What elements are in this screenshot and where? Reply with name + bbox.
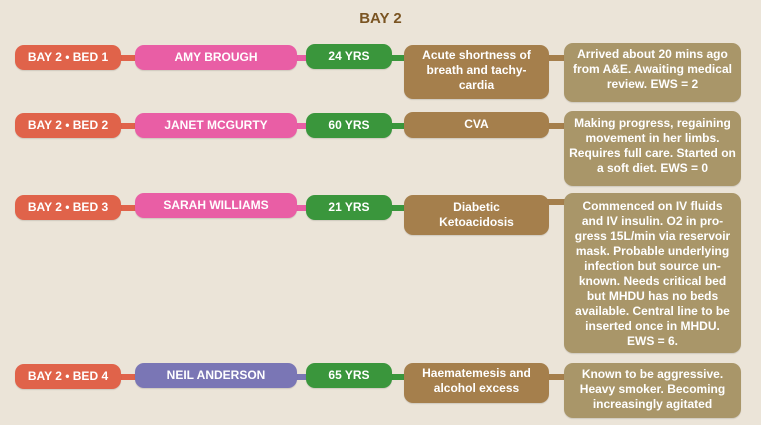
connector-condition-notes — [547, 199, 566, 205]
bed-label[interactable]: BAY 2 • BED 4 — [15, 364, 121, 389]
patient-notes[interactable]: Making progress, regaining movement in h… — [564, 111, 741, 186]
patient-condition[interactable]: Diabetic Ketoacidosis — [404, 195, 549, 235]
connector-age-condition — [390, 123, 406, 129]
bed-label[interactable]: BAY 2 • BED 2 — [15, 113, 121, 138]
connector-name-age — [294, 55, 309, 61]
connector-name-age — [294, 205, 309, 211]
patient-name[interactable]: JANET MCGURTY — [135, 113, 297, 138]
connector-age-condition — [390, 205, 406, 211]
patient-age[interactable]: 21 YRS — [306, 195, 392, 220]
patient-name-text: NEIL ANDERSON — [166, 368, 266, 382]
patient-age[interactable]: 65 YRS — [306, 363, 392, 388]
patient-age-text: 65 YRS — [328, 368, 370, 382]
patient-notes-text: Known to be aggressive. Heavy smoker. Be… — [579, 367, 726, 411]
patient-condition-text: Haematemesis and alcohol excess — [422, 366, 531, 395]
connector-condition-notes — [547, 55, 566, 61]
connector-bed-name — [118, 123, 138, 129]
bed-label-text: BAY 2 • BED 1 — [27, 50, 109, 64]
connector-condition-notes — [547, 123, 566, 129]
patient-age[interactable]: 24 YRS — [306, 44, 392, 69]
patient-condition[interactable]: Acute shortness of breath and tachy-card… — [404, 45, 549, 99]
patient-age-text: 60 YRS — [328, 118, 370, 132]
patient-condition-text: Acute shortness of breath and tachy-card… — [422, 48, 531, 92]
bed-label[interactable]: BAY 2 • BED 3 — [15, 195, 121, 220]
connector-bed-name — [118, 55, 138, 61]
patient-condition[interactable]: Haematemesis and alcohol excess — [404, 363, 549, 403]
bay-title: BAY 2 — [359, 10, 402, 27]
patient-name-text: SARAH WILLIAMS — [163, 198, 269, 212]
patient-age[interactable]: 60 YRS — [306, 113, 392, 138]
connector-name-age — [294, 123, 309, 129]
connector-name-age — [294, 374, 309, 380]
bed-label-text: BAY 2 • BED 2 — [27, 118, 109, 132]
patient-condition-text: CVA — [464, 117, 489, 131]
patient-name[interactable]: SARAH WILLIAMS — [135, 193, 297, 218]
patient-name-text: JANET MCGURTY — [164, 118, 268, 132]
patient-age-text: 24 YRS — [328, 49, 370, 63]
patient-notes[interactable]: Arrived about 20 mins ago from A&E. Awai… — [564, 43, 741, 102]
connector-bed-name — [118, 374, 138, 380]
patient-notes[interactable]: Known to be aggressive. Heavy smoker. Be… — [564, 363, 741, 418]
connector-condition-notes — [547, 374, 566, 380]
bed-label-text: BAY 2 • BED 4 — [27, 369, 109, 383]
patient-name[interactable]: NEIL ANDERSON — [135, 363, 297, 388]
patient-notes-text: Arrived about 20 mins ago from A&E. Awai… — [573, 47, 732, 91]
patient-name-text: AMY BROUGH — [174, 50, 258, 64]
bed-label-text: BAY 2 • BED 3 — [27, 200, 109, 214]
connector-bed-name — [118, 205, 138, 211]
patient-notes-text: Commenced on IV fluids and IV insulin. O… — [574, 199, 731, 348]
patient-notes[interactable]: Commenced on IV fluids and IV insulin. O… — [564, 193, 741, 353]
patient-age-text: 21 YRS — [328, 200, 370, 214]
patient-name[interactable]: AMY BROUGH — [135, 45, 297, 70]
patient-notes-text: Making progress, regaining movement in h… — [569, 116, 736, 175]
patient-condition[interactable]: CVA — [404, 112, 549, 138]
connector-age-condition — [390, 55, 406, 61]
patient-condition-text: Diabetic Ketoacidosis — [439, 200, 514, 229]
bed-label[interactable]: BAY 2 • BED 1 — [15, 45, 121, 70]
connector-age-condition — [390, 374, 406, 380]
